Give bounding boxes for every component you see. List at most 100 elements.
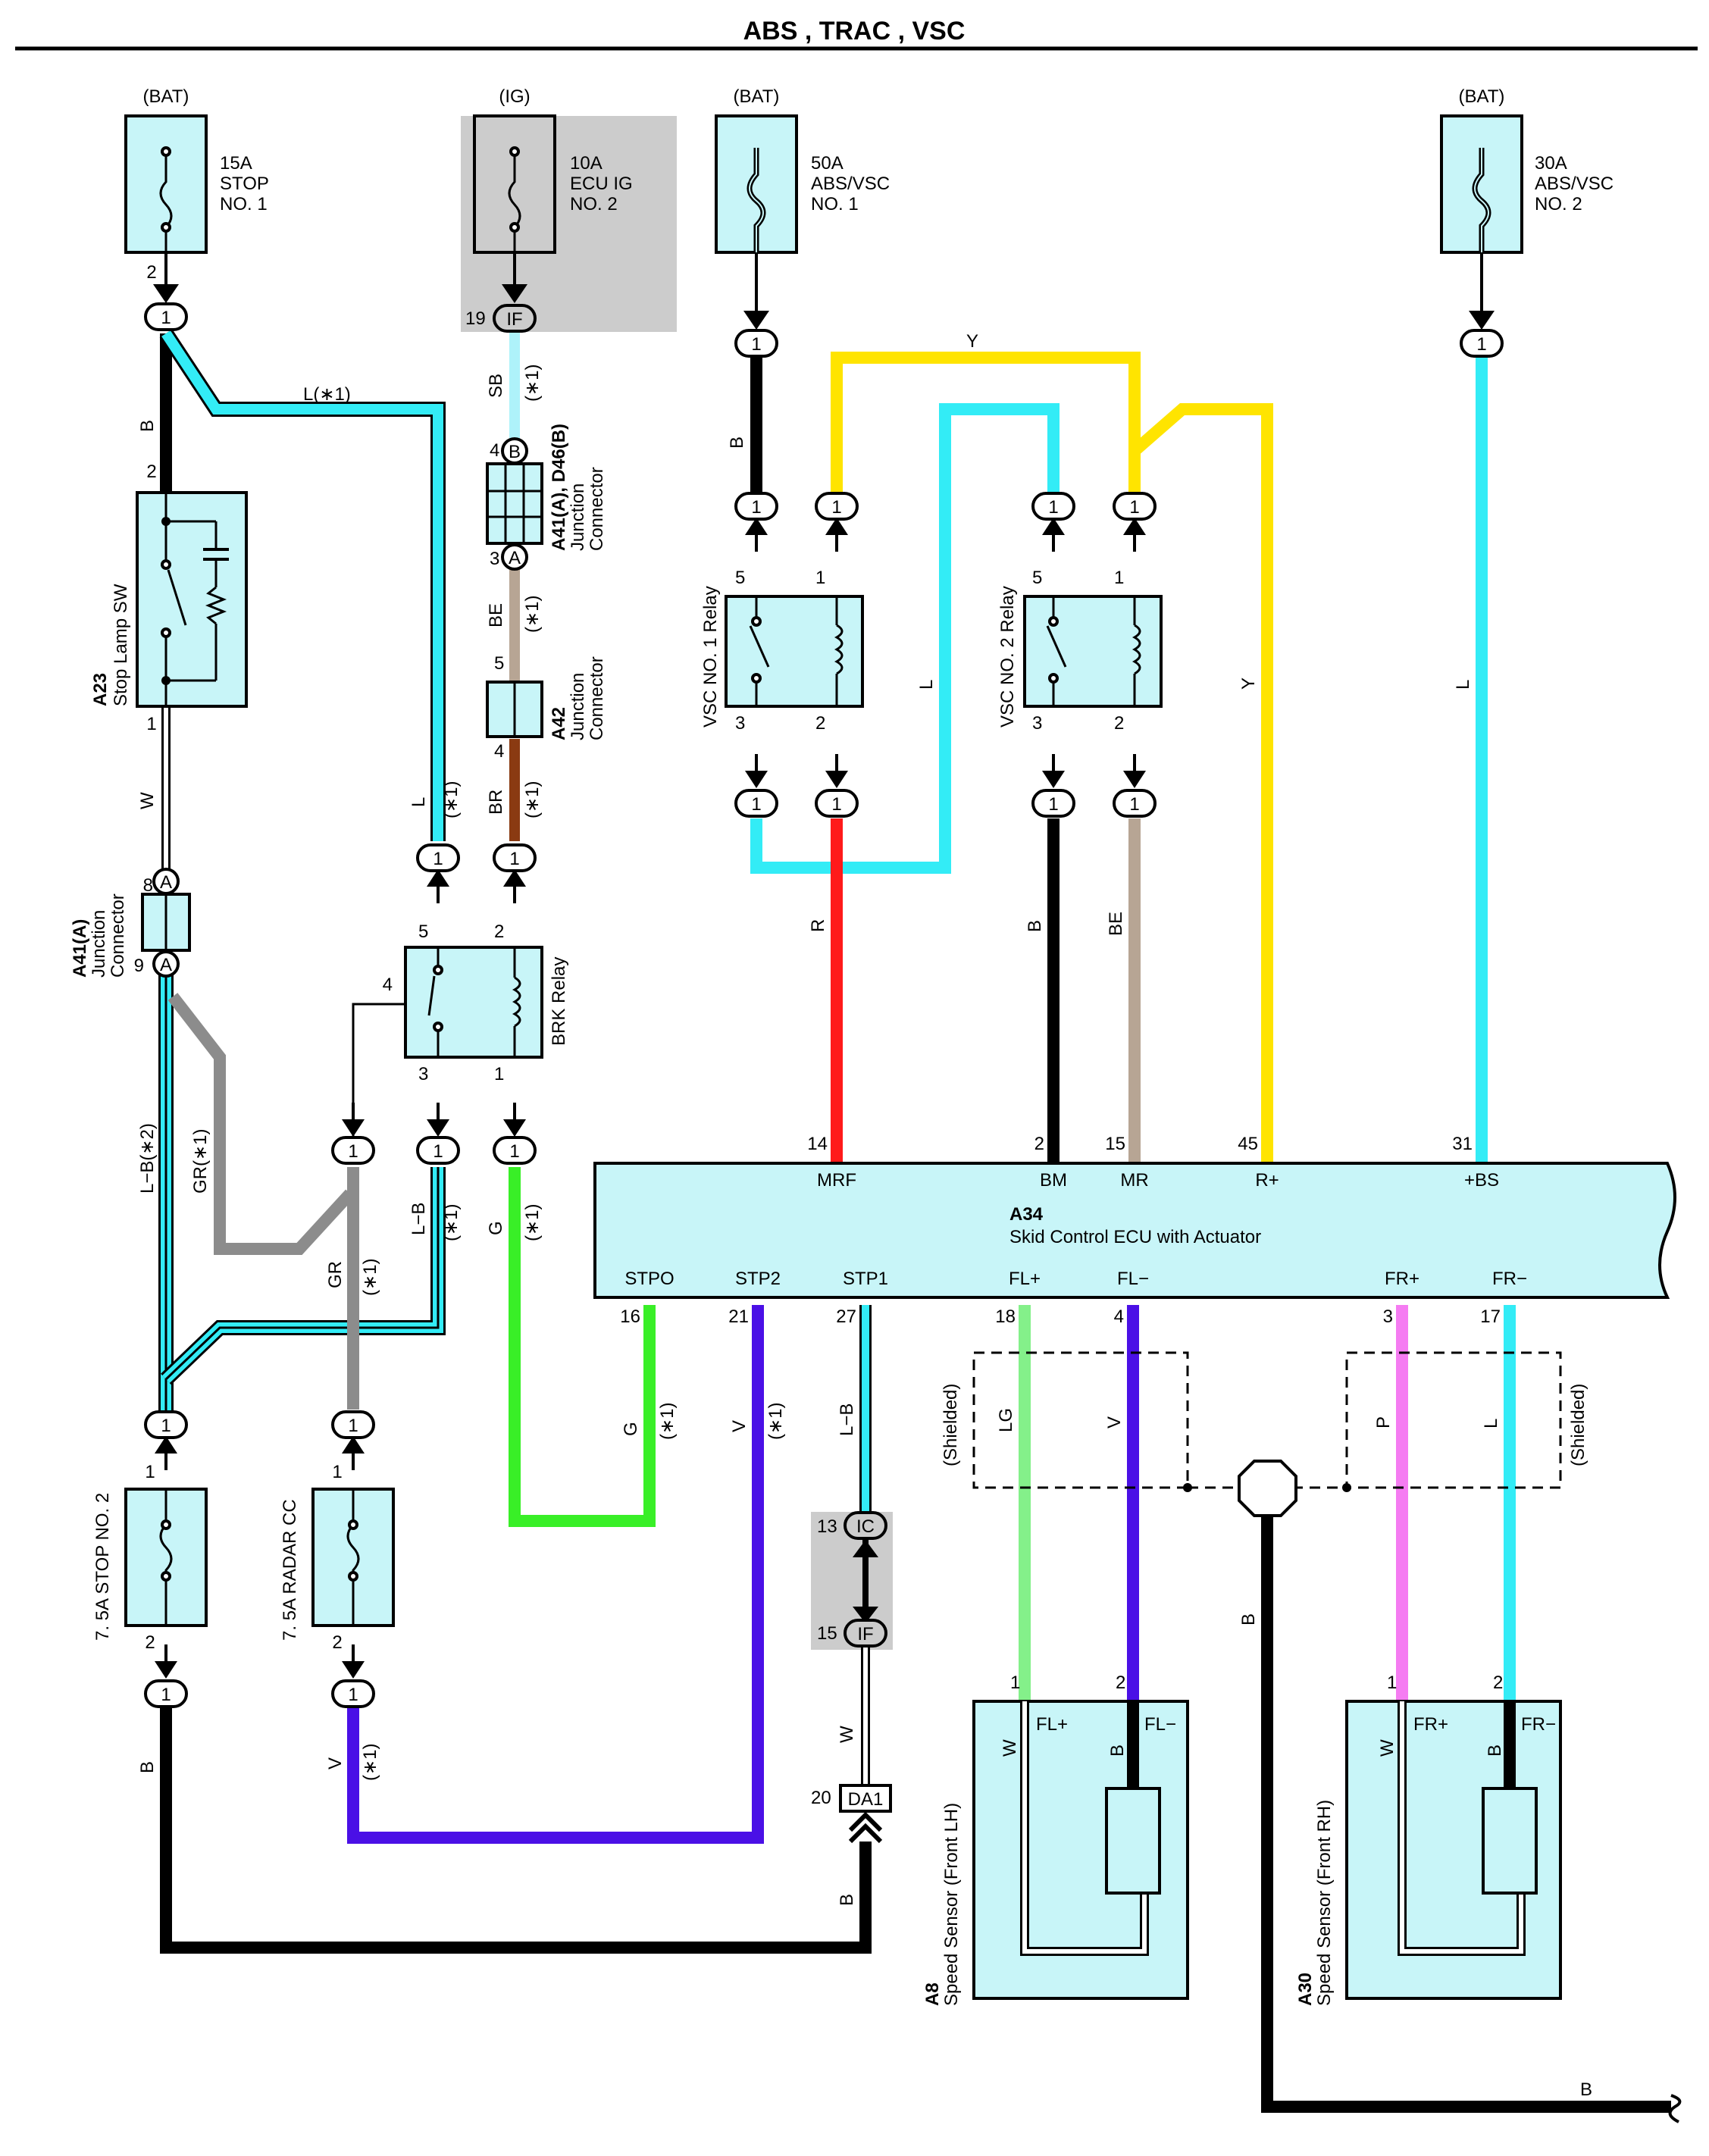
svg-text:NO. 2: NO. 2 (570, 194, 618, 214)
svg-text:FR−: FR− (1521, 1714, 1556, 1735)
svg-text:V: V (325, 1757, 346, 1770)
ecu-pin-number: 3 (1383, 1306, 1393, 1327)
svg-text:1: 1 (509, 849, 519, 869)
svg-text:B: B (727, 437, 747, 449)
pin-arrow (1042, 771, 1065, 788)
fuse-stop-no2: 1 2 7. 5A STOP NO. 2 (92, 1462, 208, 1653)
svg-text:NO. 1: NO. 1 (220, 194, 268, 214)
svg-text:G: G (486, 1221, 506, 1235)
ecu-pin-name: FL+ (1009, 1269, 1041, 1289)
svg-text:1: 1 (161, 1685, 171, 1705)
svg-text:1: 1 (1010, 1673, 1020, 1693)
svg-text:B: B (509, 442, 521, 462)
svg-text:1: 1 (433, 849, 443, 869)
svg-text:1: 1 (509, 1141, 519, 1162)
svg-text:2: 2 (1493, 1673, 1503, 1693)
ecu-pin-number: 17 (1480, 1306, 1501, 1327)
ground-point (1238, 1460, 1297, 1517)
svg-text:Connector: Connector (587, 467, 607, 551)
shield-fl (972, 1351, 1189, 1489)
pin-arrow (503, 869, 526, 887)
svg-text:L: L (408, 797, 429, 807)
svg-text:(∗1): (∗1) (522, 596, 543, 633)
connector-pin-1: 1 (734, 789, 778, 818)
svg-text:1: 1 (1129, 794, 1139, 815)
svg-text:A41(A), D46(B): A41(A), D46(B) (549, 424, 569, 551)
svg-text:9: 9 (134, 956, 144, 976)
svg-text:GR(∗1): GR(∗1) (190, 1129, 211, 1194)
svg-text:(∗1): (∗1) (522, 365, 543, 402)
wire-b-ground (160, 1698, 872, 1954)
wire-y-top (831, 352, 1141, 493)
a23-name: Stop Lamp SW (111, 584, 131, 706)
junction-a41a-left: 8 A A 9 A41(A) Junction Connector (70, 868, 191, 978)
svg-text:3: 3 (490, 549, 499, 569)
svg-text:1: 1 (433, 1141, 443, 1162)
shield-fr (1345, 1351, 1562, 1489)
svg-text:W: W (1000, 1739, 1020, 1757)
svg-text:1: 1 (815, 568, 825, 588)
fuse-abs-vsc-no1: (BAT) 50A ABS/VSC NO. 1 (715, 86, 890, 330)
ecu-pin-number: 31 (1452, 1134, 1473, 1154)
svg-text:B: B (1485, 1745, 1505, 1757)
svg-text:BRK Relay: BRK Relay (549, 957, 569, 1046)
ecu-pin-number: 45 (1238, 1134, 1258, 1154)
svg-text:2: 2 (1114, 713, 1124, 734)
wire-y-rplus (1130, 403, 1273, 1163)
svg-text:(∗1): (∗1) (441, 1204, 462, 1241)
svg-text:FR+: FR+ (1413, 1714, 1448, 1735)
ecu-pin-number: 27 (836, 1306, 856, 1327)
svg-text:1: 1 (751, 334, 761, 355)
svg-text:3: 3 (1032, 713, 1042, 734)
pin-arrow (342, 1436, 365, 1454)
svg-text:1: 1 (332, 1462, 342, 1482)
svg-text:5: 5 (418, 922, 428, 942)
wire-l-relays (750, 403, 1060, 874)
connector-pin-1: 1 (416, 1136, 460, 1165)
svg-text:Y: Y (1238, 677, 1259, 690)
wire-g (509, 1167, 656, 1527)
svg-text:STOP: STOP (220, 174, 269, 194)
svg-text:(∗1): (∗1) (360, 1744, 380, 1781)
wire-v-stp2 (347, 1305, 764, 1844)
pin-arrow (1123, 518, 1146, 535)
svg-text:Speed Sensor (Front RH): Speed Sensor (Front RH) (1314, 1800, 1335, 2006)
wire-labels: B L(∗1) SB (∗1) BE (∗1) BR (∗1) W L (∗1)… (137, 331, 1592, 2100)
svg-text:5: 5 (494, 653, 504, 674)
svg-text:(∗1): (∗1) (765, 1403, 786, 1440)
pin-arrow (1042, 518, 1065, 535)
svg-text:7. 5A RADAR CC: 7. 5A RADAR CC (280, 1499, 300, 1641)
svg-text:(∗1): (∗1) (441, 781, 462, 818)
svg-text:A: A (160, 872, 172, 893)
svg-text:4: 4 (490, 440, 499, 461)
svg-text:(∗1): (∗1) (360, 1259, 380, 1296)
svg-text:BE: BE (486, 603, 506, 627)
speed-sensor-a8: 1 2 FL+ FL− W B A8 Speed Sensor (Front L… (922, 1673, 1189, 2006)
svg-text:P: P (1373, 1416, 1394, 1428)
svg-text:10A: 10A (570, 153, 603, 174)
svg-text:L(∗1): L(∗1) (303, 384, 351, 405)
svg-text:19: 19 (465, 308, 486, 329)
connector-pin-1: 1 (144, 1679, 188, 1708)
svg-text:7. 5A STOP NO. 2: 7. 5A STOP NO. 2 (92, 1493, 113, 1641)
svg-text:Connector: Connector (587, 656, 607, 740)
svg-text:30A: 30A (1535, 153, 1567, 174)
svg-text:5: 5 (1032, 568, 1042, 588)
pin-arrow (825, 771, 848, 788)
a23-code: A23 (90, 673, 111, 706)
svg-text:4: 4 (494, 741, 504, 762)
svg-text:A30: A30 (1295, 1973, 1316, 2006)
brk-relay: 5 2 4 3 1 BRK Relay (383, 922, 569, 1084)
svg-text:L−B(∗2): L−B(∗2) (137, 1123, 158, 1194)
ecu-pin-name: FR− (1492, 1269, 1527, 1289)
ecu-pin-number: 16 (620, 1306, 640, 1327)
vsc-no2-relay: 5 1 3 2 VSC NO. 2 Relay (997, 568, 1163, 734)
svg-text:2: 2 (1116, 1673, 1125, 1693)
wires (158, 329, 1682, 2123)
connector-da1: 20 DA1 (811, 1784, 892, 1844)
svg-text:1: 1 (161, 308, 171, 328)
pin-arrow (1123, 771, 1146, 788)
ecu-pin-name: FL− (1117, 1269, 1149, 1289)
